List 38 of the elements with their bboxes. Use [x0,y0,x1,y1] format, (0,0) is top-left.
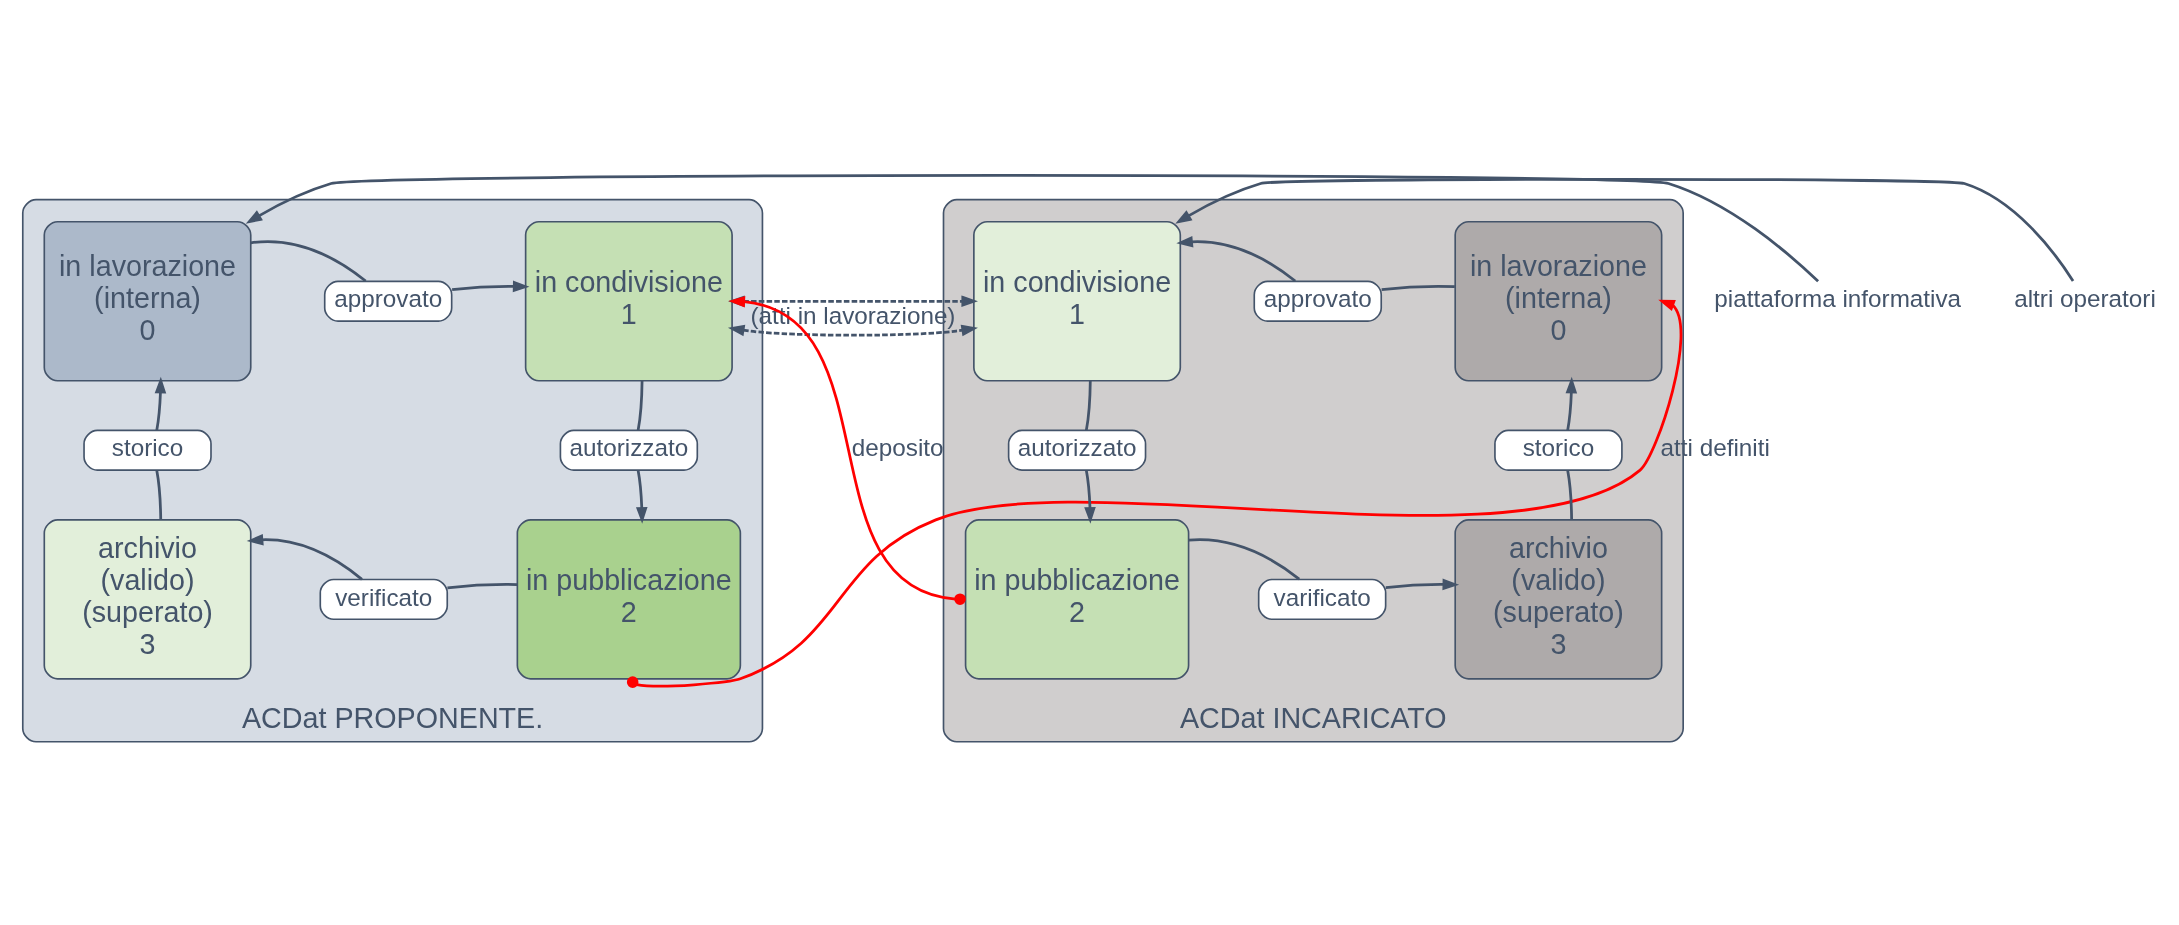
node-box: storico [83,429,212,471]
connector [1381,284,1455,291]
node-box: in pubblicazione 2 [516,518,742,680]
connector [1566,469,1573,520]
connector [1084,380,1092,430]
node-text: altri operatori [2014,284,2156,312]
node-box: verificato [319,578,449,620]
node-box: varificato [1257,578,1387,620]
arrow [246,533,363,580]
node-box: autorizzato [559,429,699,471]
arrow [154,376,167,430]
arrow [1385,578,1460,590]
node-box: approvato [1253,280,1383,322]
arrow [635,469,648,524]
connector [447,582,518,589]
node-box: in pubblicazione 2 [964,518,1190,680]
node-box: in lavorazione (interna) 0 [43,220,252,382]
node-box: storico [1494,429,1623,471]
edge-label: deposito [851,433,944,461]
node-text: piattaforma informativa [1714,284,1962,312]
node-box: in condivisione 1 [973,220,1182,382]
node-box: in condivisione 1 [524,220,733,382]
arrow [1176,235,1297,282]
connector [1188,537,1301,580]
arrow [626,299,1682,688]
node-box: archivio (valido) (superato) 3 [43,518,252,680]
connector [155,469,163,520]
arrow [1565,376,1578,430]
arrow [451,280,530,292]
arrow [1175,177,2075,282]
node-box: in lavorazione (interna) 0 [1454,220,1663,382]
arrow [245,173,1820,282]
node-box: autorizzato [1007,429,1147,471]
node-box: approvato [323,280,453,322]
node-box: archivio (valido) (superato) 3 [1454,518,1663,680]
connector [636,380,644,430]
arrow [1084,469,1096,524]
connector [250,239,367,282]
